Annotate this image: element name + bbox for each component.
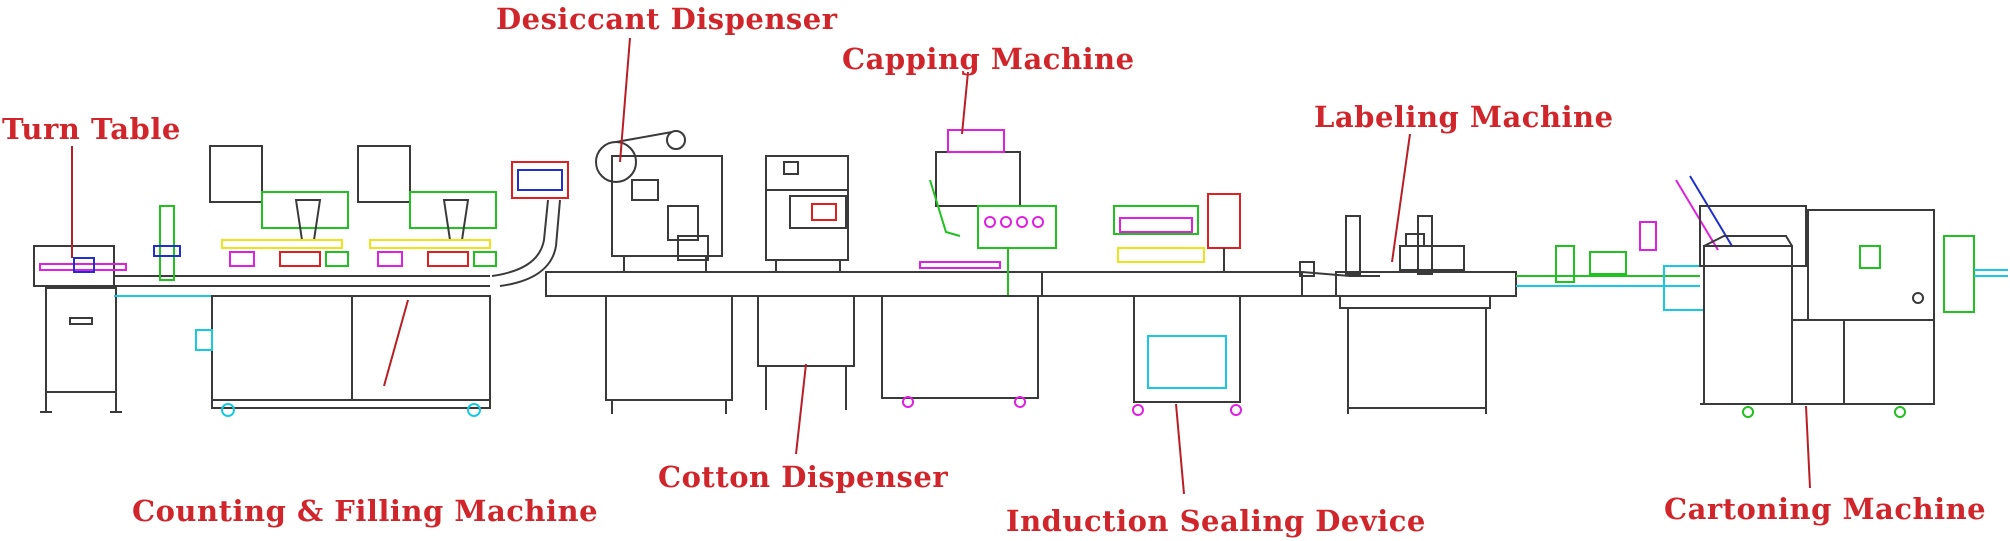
leader-counting (383, 299, 409, 387)
induction-sealing-machine (1113, 193, 1242, 416)
capping-machine (881, 129, 1057, 408)
desiccant-dispenser-label: Desiccant Dispenser (496, 2, 838, 36)
counting-filling-machine-label: Counting & Filling Machine (132, 494, 599, 528)
leader-cartoning (1805, 405, 1811, 489)
conveyor-section-2 (545, 271, 1043, 297)
induction-sealing-device-label: Induction Sealing Device (1006, 504, 1426, 538)
leader-cotton (795, 363, 807, 455)
desiccant-dispenser-machine (595, 130, 733, 414)
turn-table-label: Turn Table (2, 112, 181, 146)
leader-labeling (1391, 133, 1411, 263)
labeling-machine (1299, 215, 1517, 414)
leader-desiccant (619, 37, 631, 163)
cartoning-machine-label: Cartoning Machine (1664, 492, 1987, 526)
cartoning-transfer (1516, 175, 1733, 311)
leader-lines (71, 37, 1811, 495)
transfer-chute (491, 161, 569, 287)
capping-machine-label: Capping Machine (842, 42, 1135, 76)
counting-filling-machine (153, 145, 497, 417)
leader-capping (961, 71, 969, 135)
cartoning-machine (1699, 205, 2008, 418)
labeling-machine-label: Labeling Machine (1314, 100, 1614, 134)
conveyor-section-3 (1041, 271, 1380, 297)
leader-induction (1175, 403, 1185, 495)
cotton-dispenser-label: Cotton Dispenser (658, 460, 949, 494)
turn-table-machine (33, 245, 127, 413)
